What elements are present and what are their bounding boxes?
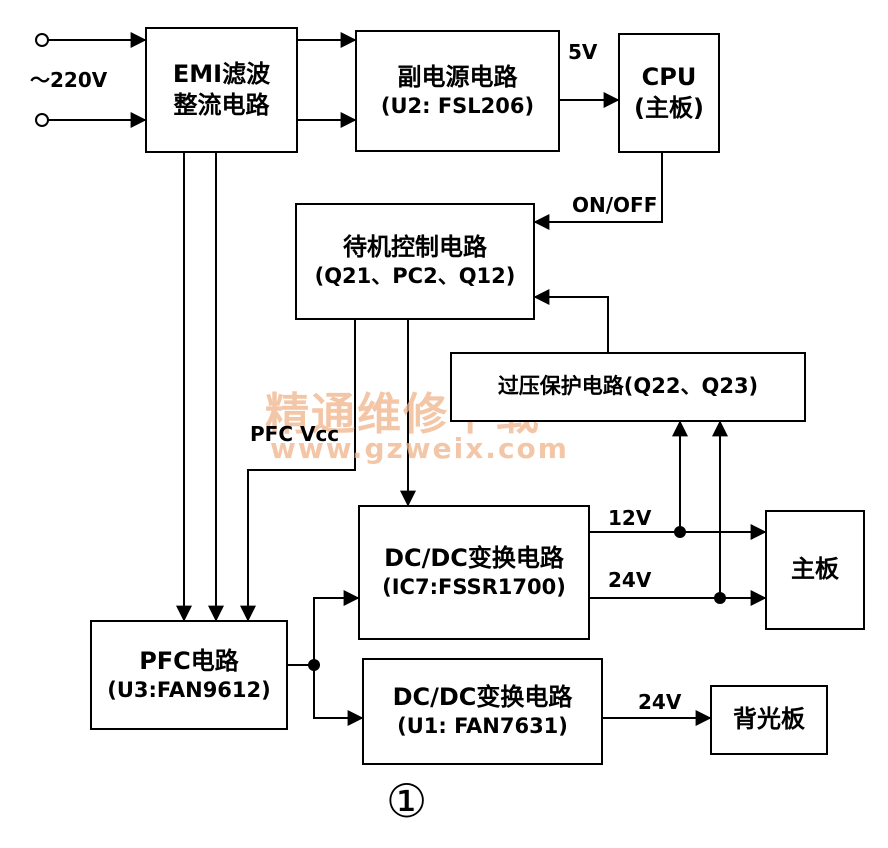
dcdc-main-line2: (IC7:FSSR1700) [382, 575, 566, 600]
pfc-vcc-label: PFC Vcc [250, 422, 340, 446]
dcdc-backlight-line2: (U1: FAN7631) [397, 714, 568, 739]
junction-12v [674, 526, 686, 538]
cpu-onoff-line [533, 153, 663, 230]
v5-label: 5V [568, 40, 598, 64]
emi-filter-block: EMI滤波 整流电路 [145, 27, 298, 153]
figure-number: ① [386, 774, 428, 828]
dcdc-main-line1: DC/DC变换电路 [384, 544, 564, 573]
backlight-line1: 背光板 [733, 705, 805, 734]
on-off-label: ON/OFF [572, 193, 658, 217]
standby-control-block: 待机控制电路 (Q21、PC2、Q12) [295, 203, 535, 320]
junction-24v [714, 592, 726, 604]
v12-label: 12V [608, 506, 652, 530]
watermark-url: www.gzweix.com [270, 432, 569, 465]
ac-terminal-bottom [35, 113, 49, 127]
pfc-block: PFC电路 (U3:FAN9612) [90, 620, 288, 730]
v24-main-label: 24V [608, 568, 652, 592]
ovp-line1: 过压保护电路(Q22、Q23) [497, 374, 759, 399]
ovp-block: 过压保护电路(Q22、Q23) [450, 352, 806, 422]
cpu-line1: CPU [641, 62, 697, 91]
emi-line2: 整流电路 [173, 91, 270, 119]
pfc-to-dcdc-backlight [313, 665, 364, 726]
aux-line2: (U2: FSL206) [380, 93, 535, 118]
ac-input-label: ～220V [30, 68, 108, 92]
cpu-block: CPU (主板) [618, 33, 720, 153]
aux-power-block: 副电源电路 (U2: FSL206) [355, 30, 560, 152]
dcdc-main-block: DC/DC变换电路 (IC7:FSSR1700) [358, 505, 590, 640]
pfc-line2: (U3:FAN9612) [107, 677, 271, 702]
backlight-block: 背光板 [710, 685, 828, 755]
dcdc-backlight-line1: DC/DC变换电路 [392, 683, 573, 712]
standby-line1: 待机控制电路 [343, 233, 487, 262]
junction-pfc [308, 659, 320, 671]
pfc-line1: PFC电路 [139, 646, 239, 675]
mainboard-block: 主板 [765, 510, 865, 630]
aux-line1: 副电源电路 [397, 62, 518, 91]
emi-line1: EMI滤波 [172, 59, 271, 88]
cpu-line2: (主板) [634, 94, 704, 122]
pfc-to-dcdc-main [313, 590, 360, 665]
dcdc-backlight-block: DC/DC变换电路 (U1: FAN7631) [362, 658, 603, 765]
pfc-vcc-line [240, 320, 356, 622]
ovp-to-standby [533, 289, 609, 352]
standby-line2: (Q21、PC2、Q12) [314, 264, 516, 289]
mainboard-line1: 主板 [791, 555, 839, 584]
v24-backlight-label: 24V [638, 690, 682, 714]
ac-terminal-top [35, 33, 49, 47]
